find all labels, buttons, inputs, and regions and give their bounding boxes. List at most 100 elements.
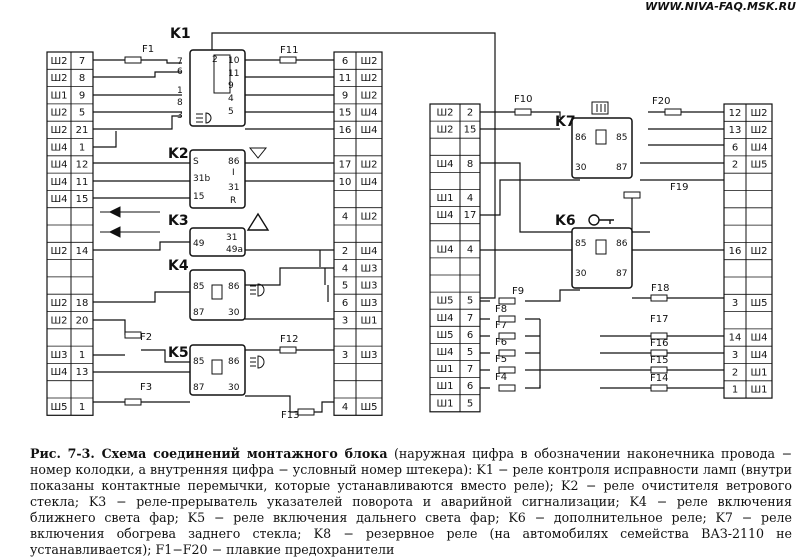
wiper-icon bbox=[248, 147, 268, 159]
coil bbox=[595, 129, 607, 145]
connector-cell: 13 bbox=[729, 125, 742, 136]
relay-pin: 9 bbox=[228, 81, 234, 91]
fuse-label: F15 bbox=[650, 355, 668, 366]
wire bbox=[319, 250, 329, 302]
relay-body bbox=[189, 269, 246, 321]
relay-label: K6 bbox=[555, 213, 576, 229]
connector-cell: 14 bbox=[76, 246, 89, 257]
coil bbox=[595, 239, 607, 255]
connector-cell: 2 bbox=[732, 160, 738, 171]
connector-cell: 6 bbox=[732, 142, 738, 153]
connector-cell: 6 bbox=[467, 330, 473, 341]
connector-cell: Ш2 bbox=[360, 73, 377, 84]
relay-pin: 30 bbox=[228, 308, 240, 318]
relay-pin: 49a bbox=[226, 245, 243, 255]
fuse-F18: F18 bbox=[650, 283, 669, 302]
fuse-body bbox=[650, 366, 668, 374]
wire bbox=[93, 59, 182, 64]
connector-cell: 1 bbox=[732, 385, 738, 396]
connector-cell: Ш4 bbox=[436, 244, 453, 255]
connector-frame bbox=[333, 51, 383, 416]
fuse-F9: F9 bbox=[498, 286, 524, 305]
connector-cell: 5 bbox=[467, 296, 473, 307]
connector-cell: 20 bbox=[76, 315, 89, 326]
relay-pin: 87 bbox=[616, 163, 627, 173]
fuse-label: F10 bbox=[514, 94, 532, 105]
fuse-body bbox=[124, 398, 142, 406]
connector-cell: 18 bbox=[76, 298, 89, 309]
relay-body bbox=[189, 344, 246, 396]
fuse-label: F12 bbox=[280, 334, 298, 345]
fuse-label: F11 bbox=[280, 45, 298, 56]
wire bbox=[211, 32, 496, 299]
wire bbox=[245, 267, 334, 286]
connector-cell: 3 bbox=[732, 298, 738, 309]
fuse-F4: F4 bbox=[495, 372, 516, 392]
connector-cell: Ш1 bbox=[50, 90, 67, 101]
connector-cell: Ш4 bbox=[436, 159, 453, 170]
connector-cell: Ш2 bbox=[50, 108, 67, 119]
fuses: F1F2F3F4F5F6F7F8F9F10F11F12F13F14F15F16F… bbox=[124, 44, 688, 421]
connector-cell: 6 bbox=[342, 56, 348, 67]
connector-cell: 1 bbox=[79, 350, 85, 361]
connector-cell: Ш4 bbox=[436, 210, 453, 221]
connector-cell: 17 bbox=[464, 210, 477, 221]
connector-cell: Ш2 bbox=[50, 315, 67, 326]
wire bbox=[539, 319, 600, 388]
connector-cell: 9 bbox=[342, 90, 348, 101]
fuse-label: F16 bbox=[650, 338, 668, 349]
relay-pin: I bbox=[232, 168, 235, 178]
connector-cell: Ш2 bbox=[360, 211, 377, 222]
relay-label: K1 bbox=[170, 26, 191, 42]
relay-pin: 31b bbox=[193, 174, 210, 184]
rear-defrost-icon bbox=[591, 101, 609, 115]
caption-text: (наружная цифра в обозначении наконечник… bbox=[30, 446, 792, 557]
connector-cell: Ш4 bbox=[50, 367, 67, 378]
fuse-label: F19 bbox=[670, 182, 688, 193]
relay-label: K2 bbox=[168, 146, 189, 162]
connector-cell: Ш3 bbox=[360, 350, 377, 361]
connector-cell: 17 bbox=[339, 160, 352, 171]
fuse-label: F3 bbox=[140, 382, 152, 393]
connector-cell: 15 bbox=[464, 125, 477, 136]
relay-pin: 6 bbox=[177, 67, 183, 77]
fuse-label: F13 bbox=[281, 410, 299, 421]
relay-pin: 4 bbox=[228, 94, 234, 104]
connector-cell: Ш1 bbox=[360, 315, 377, 326]
connector-cell: 8 bbox=[467, 159, 473, 170]
wire bbox=[480, 179, 580, 216]
fuse-F17: F17 bbox=[650, 314, 668, 340]
connector-cell: Ш4 bbox=[436, 347, 453, 358]
fuse-body bbox=[279, 56, 297, 64]
connector-cell: 3 bbox=[732, 350, 738, 361]
connector-cell: 6 bbox=[342, 298, 348, 309]
connector-cell: 15 bbox=[339, 108, 352, 119]
connector-cell: Ш1 bbox=[436, 364, 453, 375]
relay-pin: 15 bbox=[193, 192, 204, 202]
connector-cell: 12 bbox=[76, 160, 89, 171]
figure-caption: Рис. 7-3. Схема соединений монтажного бл… bbox=[30, 446, 792, 558]
fuse-F3: F3 bbox=[124, 382, 152, 406]
fuse-label: F5 bbox=[495, 354, 507, 365]
connector-cell: Ш4 bbox=[750, 142, 767, 153]
relay-pin: 31 bbox=[228, 183, 239, 193]
connector-cell: Ш2 bbox=[50, 125, 67, 136]
fuse-body bbox=[650, 332, 668, 340]
connector-cell: Ш2 bbox=[750, 246, 767, 257]
relay-pin: 86 bbox=[616, 239, 628, 249]
connector-cell: 1 bbox=[79, 402, 85, 413]
relay-pin: 2 bbox=[212, 55, 218, 65]
connector-cell: 4 bbox=[342, 263, 348, 274]
key-shaft bbox=[599, 219, 614, 224]
connector-cell: 2 bbox=[732, 367, 738, 378]
relay-pin: 3 bbox=[177, 111, 183, 121]
connector-cell: Ш5 bbox=[50, 402, 67, 413]
relay-label: K7 bbox=[555, 114, 576, 130]
wire bbox=[93, 241, 190, 251]
connector-cell: Ш2 bbox=[50, 246, 67, 257]
relay-label: K4 bbox=[168, 258, 189, 274]
